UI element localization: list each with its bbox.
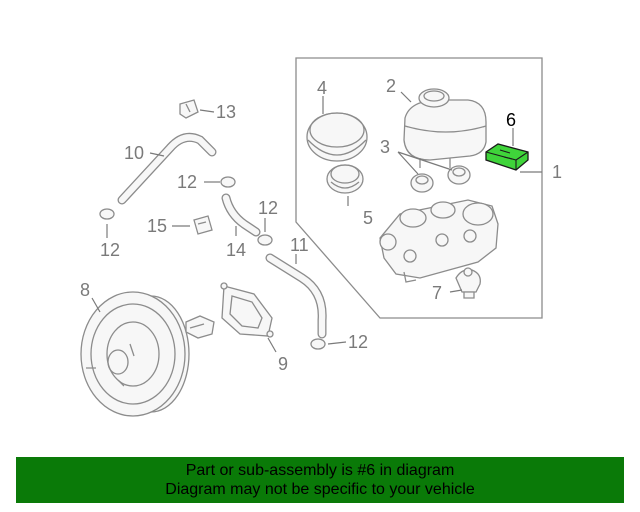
part-11-hose[interactable]	[265, 253, 327, 339]
callout-4: 4	[317, 78, 327, 98]
banner-line-1: Part or sub-assembly is #6 in diagram	[185, 462, 455, 479]
callout-9: 9	[278, 354, 288, 374]
part-9-gasket[interactable]	[220, 282, 274, 338]
part-13-clip[interactable]	[179, 99, 199, 119]
info-banner: Part or sub-assembly is #6 in diagram Di…	[16, 457, 624, 503]
part-15-bracket[interactable]	[193, 215, 213, 235]
part-4-reservoir-cap[interactable]	[306, 112, 368, 162]
part-3-grommets[interactable]	[410, 165, 471, 193]
part-5-seal[interactable]	[326, 164, 364, 194]
callout-12-a: 12	[177, 172, 197, 192]
part-14-small-hose[interactable]	[221, 193, 261, 237]
part-12-clamps[interactable]	[99, 176, 326, 350]
part-7-sensor[interactable]	[455, 267, 481, 299]
part-8-brake-booster[interactable]	[80, 291, 215, 417]
callout-3: 3	[380, 137, 390, 157]
part-10-vacuum-hose[interactable]	[117, 132, 217, 205]
parts-diagram: 1 2 3 4 5 6 7 8 9 10 11 12 12 12 12 13 1…	[80, 57, 562, 417]
callout-5: 5	[363, 208, 373, 228]
callout-12-b: 12	[100, 240, 120, 260]
callout-13: 13	[216, 102, 236, 122]
callout-15: 15	[147, 216, 167, 236]
callout-6: 6	[506, 110, 516, 130]
part-2-reservoir[interactable]	[403, 88, 487, 168]
callout-12-d: 12	[348, 332, 368, 352]
part-6-highlighted-bracket[interactable]	[485, 143, 529, 171]
callout-14: 14	[226, 240, 246, 260]
callout-8: 8	[80, 280, 90, 300]
callout-10: 10	[124, 143, 144, 163]
master-cylinder-body[interactable]	[379, 199, 499, 283]
callout-11: 11	[290, 235, 309, 255]
group-box	[295, 57, 543, 319]
callout-12-c: 12	[258, 198, 278, 218]
callout-1: 1	[552, 162, 562, 182]
callout-7: 7	[432, 283, 442, 303]
banner-line-2: Diagram may not be specific to your vehi…	[165, 481, 475, 498]
callout-2: 2	[386, 76, 396, 96]
leader-lines	[91, 91, 542, 353]
